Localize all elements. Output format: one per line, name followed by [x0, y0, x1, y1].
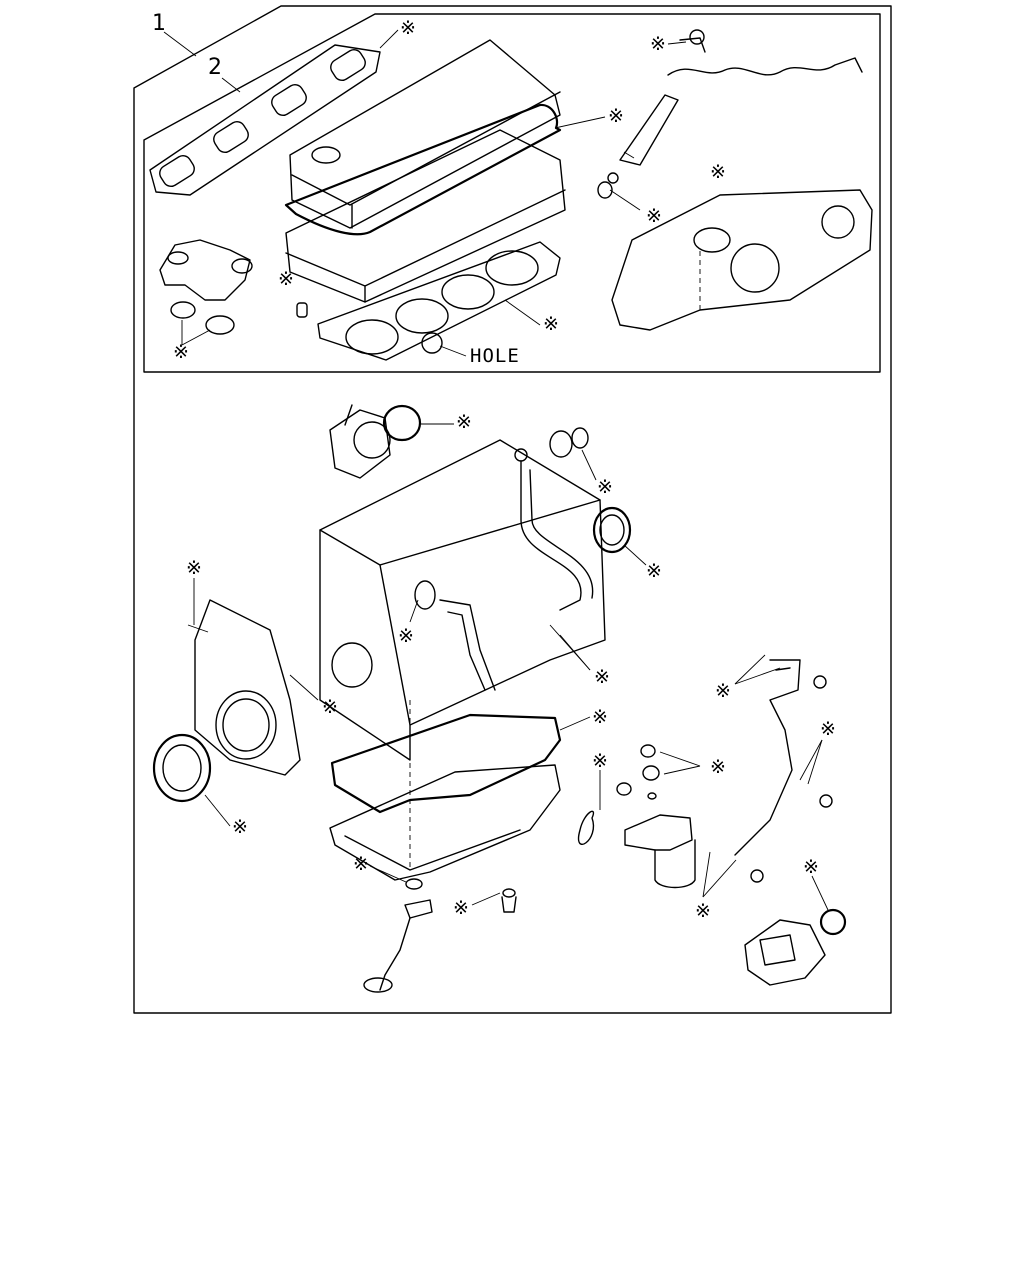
marker: ※	[594, 666, 610, 688]
head-gasket	[317, 241, 561, 361]
rocker-cover-gasket	[284, 103, 562, 236]
marker: ※	[646, 205, 662, 227]
callout-2: 2	[208, 55, 241, 93]
marker: ※	[456, 411, 472, 433]
oil-pan	[329, 700, 561, 881]
injection-pump	[744, 919, 826, 986]
marker: ※	[820, 718, 836, 740]
thermostat-housing	[159, 239, 253, 301]
fuel-pipe	[734, 659, 801, 856]
upper-kit-frame	[143, 13, 881, 373]
marker: ※	[232, 816, 248, 838]
marker: ※	[543, 313, 559, 335]
marker: ※	[592, 750, 608, 772]
marker: ※	[608, 105, 624, 127]
banjo-bolts	[750, 675, 833, 883]
upper-kit-markers: ※ ※ ※ ※ ※ ※ ※ ※	[173, 17, 726, 363]
marker: ※	[453, 897, 469, 919]
injector	[619, 94, 679, 166]
callout-2-label: 2	[208, 55, 222, 80]
hole-text: HOLE	[470, 345, 520, 367]
marker: ※	[322, 696, 338, 718]
callout-1-label: 1	[152, 11, 166, 36]
intake-manifold	[611, 189, 873, 331]
marker: ※	[400, 17, 416, 39]
oil-filter	[624, 814, 696, 889]
marker: ※	[646, 560, 662, 582]
marker: ※	[186, 557, 202, 579]
cylinder-head	[285, 129, 566, 303]
hole-label: HOLE	[439, 345, 520, 367]
marker: ※	[597, 476, 613, 498]
rocker-cover	[289, 39, 561, 229]
front-crank-seal	[152, 733, 212, 803]
callout-1: 1	[152, 11, 197, 57]
oil-strainer	[363, 899, 433, 993]
marker: ※	[710, 756, 726, 778]
drain-plug	[501, 888, 517, 913]
plug	[296, 302, 308, 318]
marker: ※	[592, 706, 608, 728]
marker: ※	[353, 853, 369, 875]
dipstick-tube	[514, 448, 594, 611]
marker: ※	[650, 33, 666, 55]
marker: ※	[278, 268, 294, 290]
lower-kit-markers: ※ ※ ※ ※ ※ ※ ※ ※ ※ ※ ※ ※ ※ ※ ※ ※	[186, 411, 836, 922]
idler-gear	[549, 427, 589, 458]
fuel-pump-gear-unit	[329, 404, 391, 479]
exhaust-manifold-gasket	[149, 44, 381, 196]
marker: ※	[695, 900, 711, 922]
marker: ※	[710, 161, 726, 183]
drain-washer	[405, 878, 423, 890]
marker: ※	[398, 625, 414, 647]
thermostat-seals	[170, 301, 235, 346]
outer-kit-frame	[133, 5, 892, 1014]
pump-o-ring	[819, 908, 847, 936]
oil-pan-gasket	[330, 713, 562, 814]
timing-cover	[194, 599, 301, 776]
cylinder-block	[319, 439, 606, 761]
rear-crank-seal	[592, 506, 632, 554]
injector-seals	[597, 172, 641, 211]
oil-pipe	[439, 599, 496, 691]
marker: ※	[173, 341, 189, 363]
marker: ※	[715, 680, 731, 702]
leak-off-pipe	[667, 29, 863, 76]
filter-o-rings	[577, 744, 660, 845]
o-ring-top	[382, 404, 422, 442]
marker: ※	[803, 856, 819, 878]
